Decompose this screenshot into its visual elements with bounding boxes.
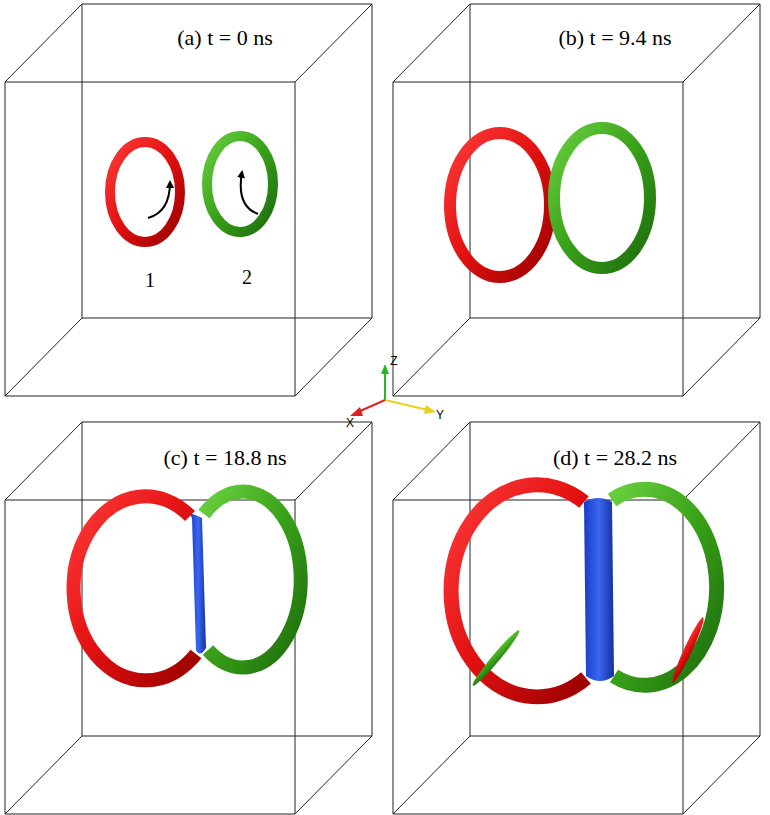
axis-triad	[350, 364, 436, 416]
callout-number: 2	[242, 266, 252, 288]
panel-d	[393, 422, 760, 814]
panel-title: (a) t = 0 ns	[177, 26, 273, 50]
axis-label: X	[346, 417, 354, 430]
callout-number: 1	[145, 269, 155, 291]
panel-b	[393, 4, 760, 396]
panel-title: (d) t = 28.2 ns	[553, 446, 677, 470]
panel-title: (b) t = 9.4 ns	[558, 26, 671, 50]
axis-label: Z	[390, 355, 397, 368]
panel-a	[5, 4, 372, 396]
panel-title: (c) t = 18.8 ns	[164, 446, 287, 470]
panel-c	[5, 422, 372, 814]
axis-label: Y	[436, 409, 444, 422]
